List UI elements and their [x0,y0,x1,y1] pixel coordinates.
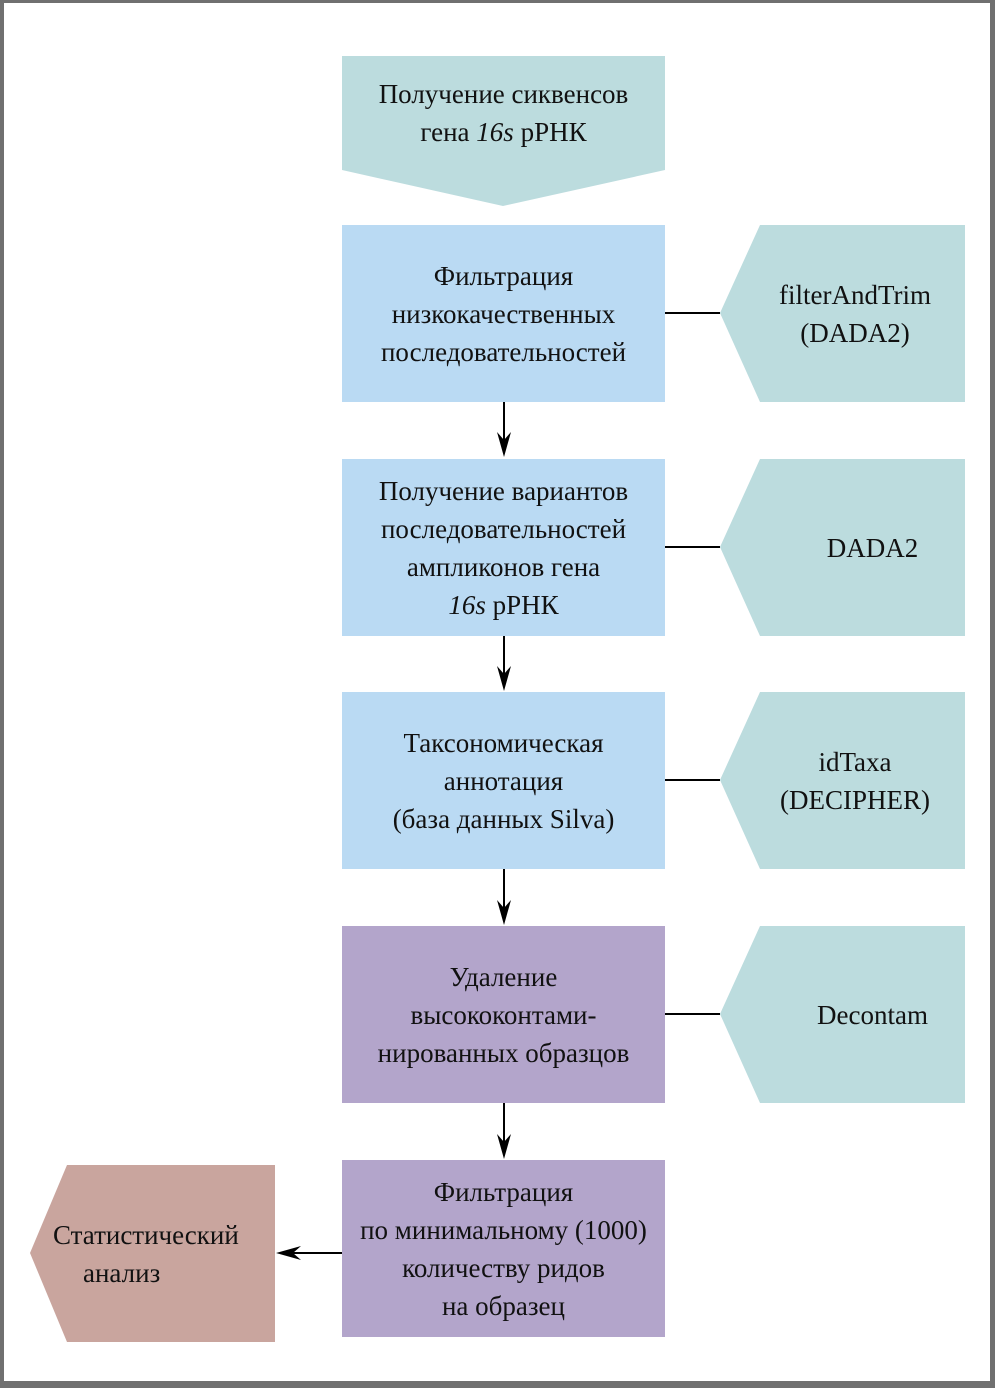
label-text: рРНК [485,589,559,620]
label-line: (база данных Silva) [392,803,615,834]
step-min-reads-label: Фильтрация по минимальному (1000) количе… [342,1160,665,1337]
step-quality-filter-label: Фильтрация низкокачественных последовате… [342,225,665,402]
step-min-reads-shape [342,1160,665,1337]
arrow-decontam-to-min-reads [497,1103,511,1159]
label-line: Фильтрация [433,1176,574,1207]
label-line: Получение вариантов [378,475,629,506]
step-sequencing-label: Получение сиквенсов гена 16s рРНК [342,56,665,170]
step-asv-label: Получение вариантов последовательностей … [342,459,665,636]
label-line: Decontam [817,999,928,1030]
label-line: анализ [83,1257,161,1288]
label-text: гена [420,117,470,147]
tool-filterandtrim-label: filterAndTrim (DADA2) [745,225,965,402]
label-line: Статистический [53,1219,239,1250]
tool-decontam-shape [720,926,965,1103]
arrow-asv-to-taxonomy [497,636,511,691]
step-taxonomy-label: Таксономическая аннотация (база данных S… [342,692,665,869]
label-line: на образец [441,1290,565,1321]
label-line: Удаление [449,961,558,992]
step-decontam-label: Удаление высококонтами- нированных образ… [342,926,665,1103]
tool-dada2-shape [720,459,965,636]
arrow-taxonomy-to-decontam [497,869,511,925]
tool-idtaxa-label: idTaxa (DECIPHER) [745,692,965,869]
label-line: ампликонов гена [406,551,601,582]
label-line: Получение сиквенсов [378,79,629,109]
label-line: (DECIPHER) [780,784,930,815]
label-italic: 16s [476,117,514,147]
arrow-quality-to-asv [497,402,511,457]
label-line: последовательностей [380,513,627,544]
label-line: низкокачественных [391,298,616,329]
label-line: гена 16s рРНК [420,113,586,151]
output-stats-shape [30,1165,275,1342]
step-quality-filter-shape [342,225,665,402]
label-line: Таксономическая [403,727,604,758]
tool-idtaxa-shape [720,692,965,869]
label-line: (DADA2) [800,317,910,348]
label-line: высококонтами- [410,999,597,1030]
label-line: 16s рРНК [448,586,558,624]
label-italic: 16s [448,589,486,620]
label-line: idTaxa [818,746,892,777]
step-sequencing-shape [342,56,665,206]
label-line: по минимальному (1000) [360,1214,647,1245]
label-line: аннотация [443,765,564,796]
label-text: рРНК [513,117,587,147]
label-line: filterAndTrim [778,279,931,310]
label-line: Фильтрация [433,260,574,291]
tool-filterandtrim-shape [720,225,965,402]
output-stats-label: Статистический анализ [45,1165,270,1342]
label-line: DADA2 [826,532,919,563]
label-line: нированных образцов [377,1037,630,1068]
step-decontam-shape [342,926,665,1103]
tool-dada2-label: DADA2 [760,459,985,636]
tool-decontam-label: Decontam [760,926,985,1103]
label-line: последовательностей [380,336,627,367]
arrow-min-reads-to-stats [276,1246,342,1260]
label-line: количеству ридов [402,1252,605,1283]
step-asv-shape [342,459,665,636]
step-taxonomy-shape [342,692,665,869]
